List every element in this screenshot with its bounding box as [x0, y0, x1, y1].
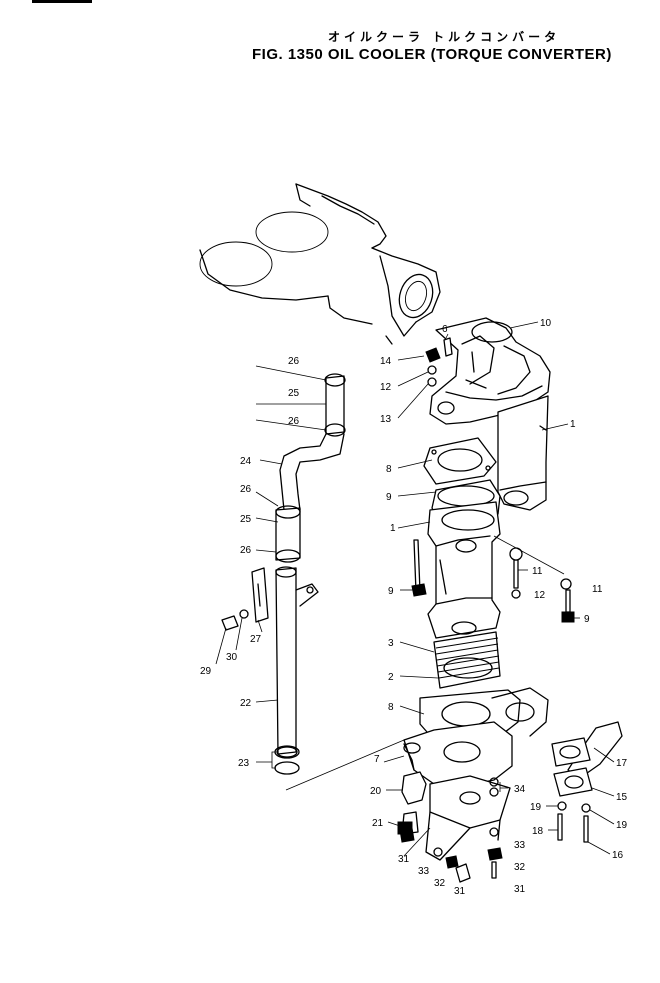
callout-33: 33 — [514, 840, 526, 851]
callout-34: 34 — [514, 784, 526, 795]
figure-title: FIG. 1350 OIL COOLER (TORQUE CONVERTER) — [252, 46, 612, 63]
callout-5: 10 — [540, 318, 552, 329]
lower-adapter-7 — [403, 687, 549, 787]
fastener-hardware — [399, 337, 591, 883]
oil-cooler-body-upper — [497, 395, 549, 511]
callout-11-washer: 11 — [592, 584, 603, 595]
callout-18: 18 — [532, 826, 544, 837]
callout-1: 1 — [570, 419, 576, 430]
callout-12-right: 12 — [534, 590, 546, 601]
callout-21: 21 — [372, 818, 384, 829]
callout-17: 16 — [612, 850, 624, 861]
callout-12: 12 — [380, 382, 392, 393]
callout-28: 29 — [200, 666, 212, 677]
callout-6: 6 — [442, 324, 448, 335]
callout-32: 32 — [514, 862, 526, 873]
callout-11: 11 — [532, 566, 543, 577]
callout-26-low: 26 — [240, 545, 252, 556]
callout-19-left: 19 — [530, 802, 542, 813]
callout-29: 30 — [226, 652, 238, 663]
callout-20: 20 — [370, 786, 382, 797]
callout-labels: 10 1 8 9 1 9 11 11 12 9 3 2 8 7 14 12 13… — [200, 318, 628, 897]
gasket-8-upper — [423, 437, 497, 485]
oil-cooler-body-middle — [427, 501, 501, 639]
callout-26-top: 26 — [288, 356, 300, 367]
figure-title-japanese: オイルクーラ トルクコンバータ — [328, 30, 561, 44]
callout-13: 13 — [380, 414, 392, 425]
callout-7: 7 — [374, 754, 380, 765]
callout-30: 31 — [398, 854, 410, 865]
callout-24: 24 — [240, 456, 252, 467]
callout-26-mid: 26 — [240, 484, 252, 495]
callout-31: 31 — [514, 884, 526, 895]
callout-15: 15 — [616, 792, 628, 803]
callout-32-left: 32 — [434, 878, 446, 889]
callout-33-left: 33 — [418, 866, 430, 877]
callout-23: 23 — [238, 758, 250, 769]
callout-31-left: 31 — [454, 886, 466, 897]
callout-19: 19 — [616, 820, 628, 831]
callout-1-middle: 1 — [390, 523, 396, 534]
callout-2: 2 — [388, 672, 394, 683]
callout-26-upper: 26 — [288, 416, 300, 427]
leader-lines — [215, 321, 615, 857]
callout-8-lower: 8 — [388, 702, 394, 713]
bracket-30 — [425, 775, 511, 861]
callout-14: 14 — [380, 356, 392, 367]
callout-16: 17 — [616, 758, 628, 769]
corner-mark — [32, 0, 92, 3]
elbow-16-flange-15 — [551, 721, 623, 797]
callout-4: 9 — [386, 492, 392, 503]
callout-10: 9 — [584, 614, 590, 625]
callout-27: 27 — [250, 634, 262, 645]
callout-22: 22 — [240, 698, 252, 709]
callout-3: 3 — [388, 638, 394, 649]
callout-8: 8 — [386, 464, 392, 475]
callout-25-top: 25 — [288, 388, 300, 399]
oil-pipe-assembly — [221, 373, 346, 775]
union-20 — [397, 771, 427, 835]
callout-25-mid: 25 — [240, 514, 252, 525]
callout-9: 9 — [388, 586, 394, 597]
cooler-core-3 — [433, 631, 501, 689]
engine-block-outline — [199, 183, 441, 345]
